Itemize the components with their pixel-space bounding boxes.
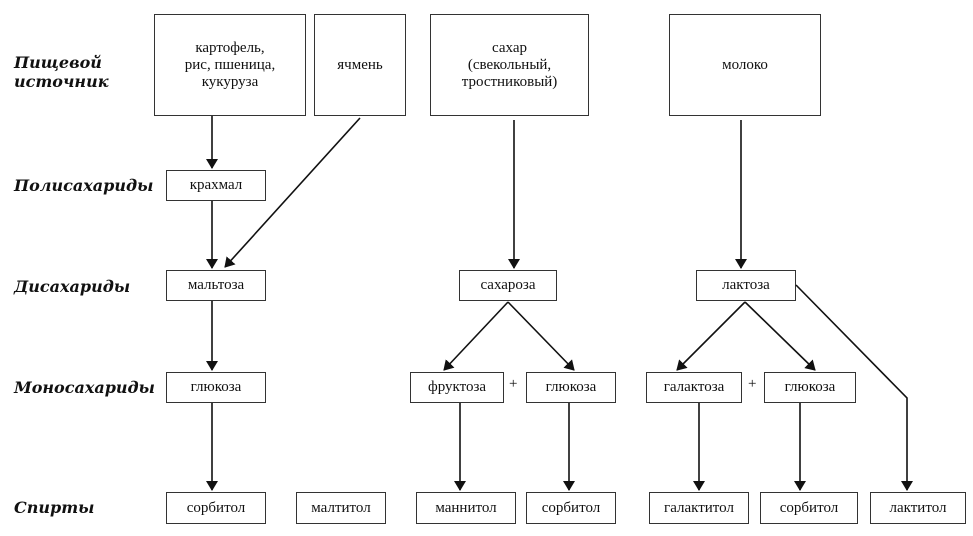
galactitol-box: галактитол	[649, 492, 749, 524]
lactose-box: лактоза	[696, 270, 796, 301]
maltitol-box: малтитол	[296, 492, 386, 524]
sorbitol-box-2: сорбитол	[526, 492, 616, 524]
glucose-box-1: глюкоза	[166, 372, 266, 403]
sorbitol-box-1: сорбитол	[166, 492, 266, 524]
arrow-barley-to-maltose	[224, 117, 361, 268]
galactose-box: галактоза	[646, 372, 742, 403]
source-barley-box: ячмень	[314, 14, 406, 116]
arrow-lactose-to-galactose	[676, 301, 746, 371]
fructose-box: фруктоза	[410, 372, 504, 403]
lactitol-box: лактитол	[870, 492, 966, 524]
source-milk-box: молоко	[669, 14, 821, 116]
glucose-box-3: глюкоза	[764, 372, 856, 403]
arrow-lactose-to-lactitol	[795, 284, 913, 491]
arrow-sucrose-to-fructose	[443, 301, 509, 371]
source-grains-box: картофель, рис, пшеница, кукуруза	[154, 14, 306, 116]
sorbitol-box-3: сорбитол	[760, 492, 858, 524]
row-label-source: Пищевой источник	[14, 53, 109, 91]
arrow-sucrose-to-glucose	[507, 301, 575, 371]
plus-sign-1: +	[509, 376, 518, 392]
maltose-box: мальтоза	[166, 270, 266, 301]
row-label-disaccharides: Дисахариды	[14, 277, 131, 296]
row-label-alcohols: Спирты	[14, 498, 95, 517]
mannitol-box: маннитол	[416, 492, 516, 524]
sucrose-box: сахароза	[459, 270, 557, 301]
source-sugar-box: сахар (свекольный, тростниковый)	[430, 14, 589, 116]
plus-sign-2: +	[748, 376, 757, 392]
row-label-monosaccharides: Моносахариды	[14, 378, 155, 397]
arrow-lactose-to-glucose	[744, 301, 816, 371]
row-label-polysaccharides: Полисахариды	[14, 176, 154, 195]
starch-box: крахмал	[166, 170, 266, 201]
glucose-box-2: глюкоза	[526, 372, 616, 403]
